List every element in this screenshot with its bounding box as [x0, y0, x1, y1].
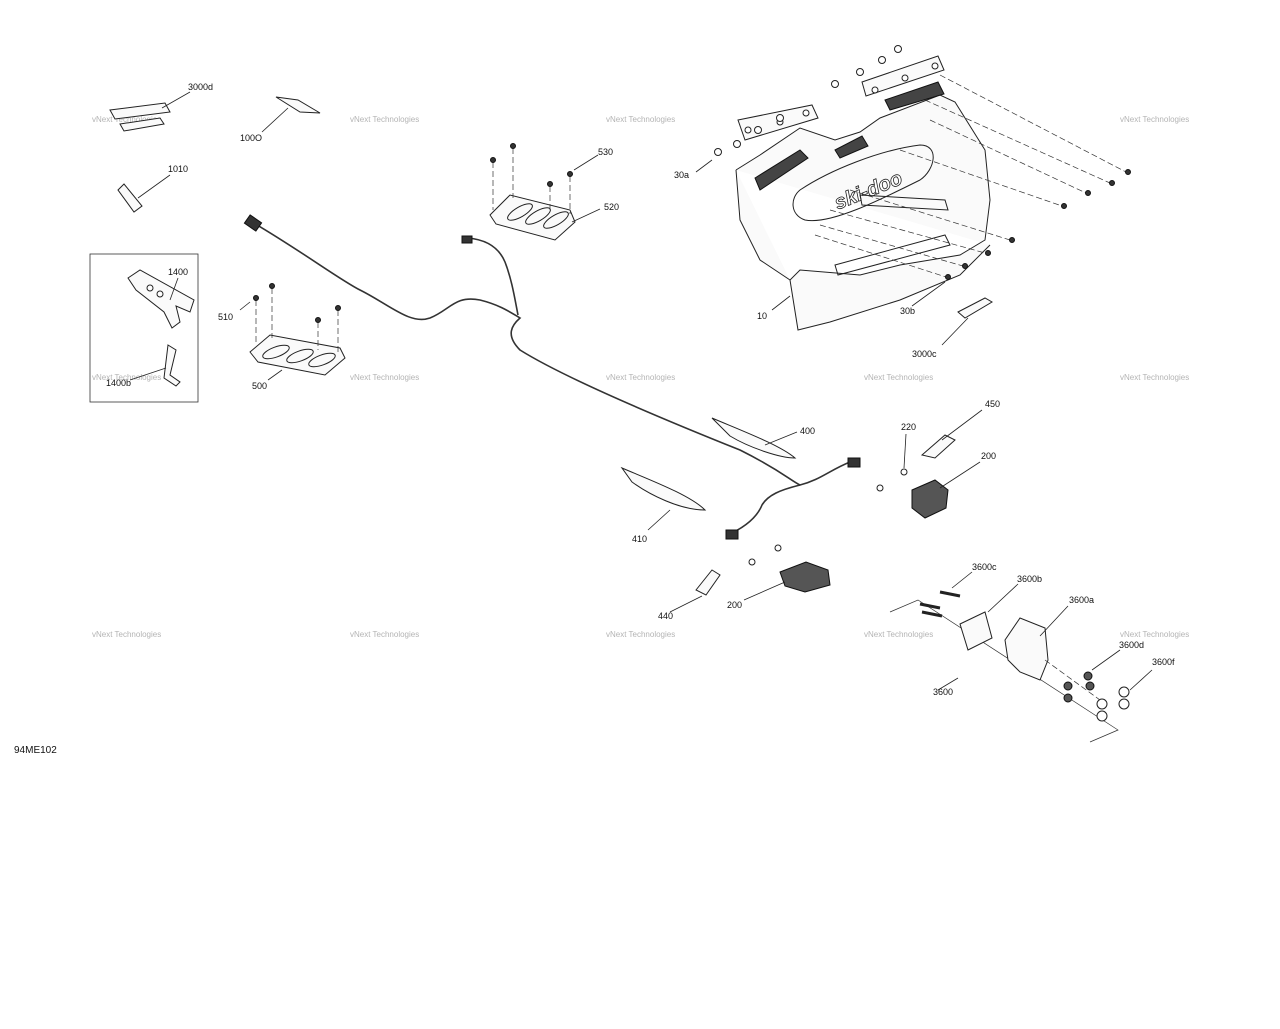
reflector-400 — [711, 417, 797, 459]
connector — [243, 214, 263, 232]
decal-3000c — [957, 297, 993, 319]
tail-light-200-right — [911, 479, 949, 519]
callout-220: 220 — [901, 422, 916, 432]
grille-left — [754, 149, 809, 191]
wiring-branch-lower — [731, 484, 801, 534]
decal-3000d — [109, 102, 171, 120]
callout-3000d: 3000d — [188, 82, 213, 92]
connector — [847, 457, 861, 468]
callout-3000c: 3000c — [912, 349, 937, 359]
callout-400: 400 — [800, 426, 815, 436]
callout-30b: 30b — [900, 306, 915, 316]
tail-panel-side — [735, 169, 791, 281]
decal-100O — [275, 96, 321, 114]
connector — [461, 235, 473, 244]
callout-30a: 30a — [674, 170, 689, 180]
wrench-hole — [156, 290, 164, 298]
callout-510: 510 — [218, 312, 233, 322]
watermark: vNext Technologies — [864, 630, 933, 639]
callout-200-left: 200 — [727, 600, 742, 610]
grille-right — [884, 81, 945, 111]
callout-530: 530 — [598, 147, 613, 157]
footrest-pad-520 — [489, 194, 576, 241]
watermark-layer: vNext Technologies vNext Technologies vN… — [92, 115, 1189, 639]
callout-1400: 1400 — [168, 267, 188, 277]
light-slot — [834, 234, 951, 276]
watermark: vNext Technologies — [606, 630, 675, 639]
assembly-frame-3600 — [889, 599, 1119, 743]
watermark: vNext Technologies — [1120, 115, 1189, 124]
upper-slot — [859, 194, 949, 211]
footrest-pad-500 — [249, 334, 346, 376]
callout-3600c: 3600c — [972, 562, 997, 572]
callout-200-right: 200 — [981, 451, 996, 461]
watermark: vNext Technologies — [92, 630, 161, 639]
callout-440: 440 — [658, 611, 673, 621]
decal-440 — [695, 569, 721, 596]
callout-450: 450 — [985, 399, 1000, 409]
wiring-branch — [467, 237, 519, 316]
hex-key — [163, 344, 181, 387]
callout-1400b: 1400b — [106, 378, 131, 388]
decal-450 — [920, 434, 956, 459]
watermark: vNext Technologies — [350, 630, 419, 639]
callout-3600: 3600 — [933, 687, 953, 697]
plate-3600b — [959, 611, 993, 651]
decal-1010 — [117, 183, 143, 213]
callout-layer: 3000d 100O 1010 1400 1400b 510 500 530 5… — [106, 82, 1175, 697]
wiring-harness — [251, 221, 851, 486]
callout-410: 410 — [632, 534, 647, 544]
washer — [714, 148, 722, 156]
watermark: vNext Technologies — [92, 115, 161, 124]
reflector-410 — [620, 466, 707, 511]
wrench-hole — [146, 284, 154, 292]
callout-3600b: 3600b — [1017, 574, 1042, 584]
watermark: vNext Technologies — [1120, 630, 1189, 639]
watermark: vNext Technologies — [1120, 373, 1189, 382]
callout-3600f: 3600f — [1152, 657, 1175, 667]
callout-520: 520 — [604, 202, 619, 212]
callout-3600a: 3600a — [1069, 595, 1094, 605]
logo-recess — [792, 144, 934, 222]
watermark: vNext Technologies — [606, 373, 675, 382]
tool-kit-box — [89, 253, 199, 403]
callout-3600d: 3600d — [1119, 640, 1144, 650]
watermark: vNext Technologies — [864, 373, 933, 382]
diagram-code: 94ME102 — [14, 745, 57, 756]
watermark: vNext Technologies — [350, 373, 419, 382]
watermark: vNext Technologies — [350, 115, 419, 124]
callout-500: 500 — [252, 381, 267, 391]
spanner-wrench — [127, 269, 195, 329]
callout-100O: 100O — [240, 133, 262, 143]
grille-center — [834, 135, 869, 159]
watermark: vNext Technologies — [606, 115, 675, 124]
decal-3000d-backing — [119, 117, 165, 132]
tail-light-200-left — [779, 561, 831, 593]
callout-1010: 1010 — [168, 164, 188, 174]
watermark: vNext Technologies — [92, 373, 161, 382]
callout-10: 10 — [757, 311, 767, 321]
hitch-3600a — [1004, 617, 1049, 681]
connector — [725, 529, 739, 540]
